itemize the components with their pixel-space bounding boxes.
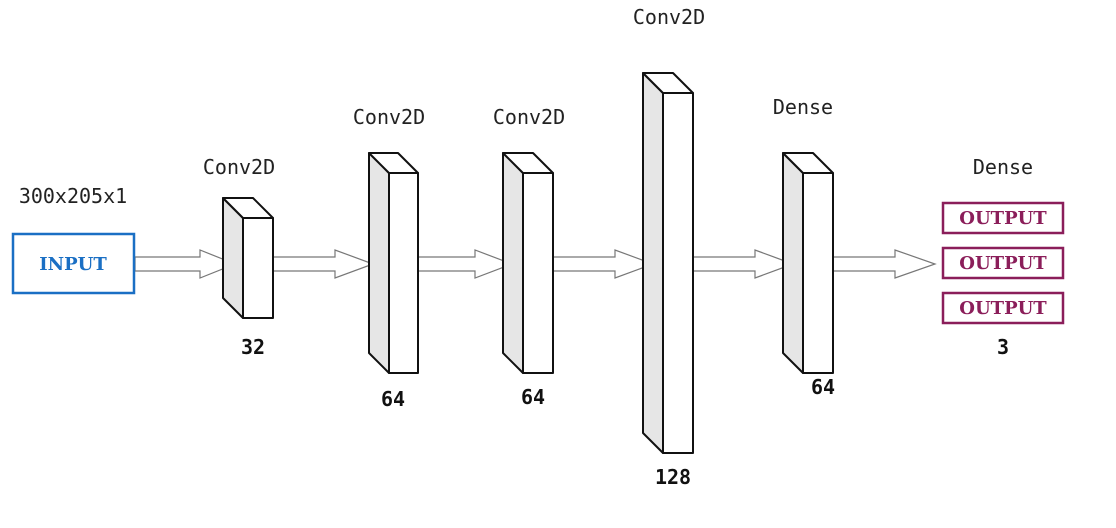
hollow-arrow-icon bbox=[552, 249, 655, 279]
hollow-arrow-icon bbox=[134, 249, 237, 279]
output-box bbox=[941, 246, 1065, 280]
flow-arrows bbox=[134, 249, 937, 279]
layer-type-label: Conv2D bbox=[353, 105, 425, 129]
output-units-label: 3 bbox=[997, 335, 1009, 359]
layer-block-side bbox=[782, 152, 804, 374]
input-box bbox=[11, 232, 136, 295]
layer-block-side bbox=[368, 152, 390, 374]
layer-block-front bbox=[388, 172, 419, 374]
layer-type-label: Dense bbox=[773, 95, 833, 119]
layer-type-label: Conv2D bbox=[633, 5, 705, 29]
layer-block-3: Conv2D 64 bbox=[493, 105, 565, 409]
hollow-arrow-icon bbox=[272, 249, 375, 279]
output-box bbox=[941, 201, 1065, 235]
hollow-arrow-icon bbox=[692, 249, 795, 279]
layer-units-label: 64 bbox=[521, 385, 545, 409]
layer-block-5: Dense 64 bbox=[773, 95, 835, 399]
layer-block-4: Conv2D 128 bbox=[633, 5, 705, 489]
layer-block-1: Conv2D 32 bbox=[203, 155, 275, 359]
hollow-arrow-icon bbox=[417, 249, 514, 279]
output-box-label: OUTPUT bbox=[959, 298, 1047, 319]
layer-block-front bbox=[522, 172, 554, 374]
layer-block-front bbox=[802, 172, 834, 374]
layer-block-front bbox=[662, 92, 694, 454]
output-box-label: OUTPUT bbox=[959, 253, 1047, 274]
input-box-label: INPUT bbox=[39, 254, 107, 275]
output-node: Dense OUTPUT OUTPUT OUTPUT 3 bbox=[941, 155, 1065, 359]
layer-block-side bbox=[642, 72, 664, 454]
layer-block-2: Conv2D 64 bbox=[353, 105, 425, 411]
layer-units-label: 64 bbox=[381, 387, 405, 411]
layer-type-label: Conv2D bbox=[493, 105, 565, 129]
layer-units-label: 32 bbox=[241, 335, 265, 359]
input-shape-label: 300x205x1 bbox=[19, 184, 127, 208]
output-box-label: OUTPUT bbox=[959, 208, 1047, 229]
layer-block-side bbox=[502, 152, 524, 374]
input-node: 300x205x1 INPUT bbox=[11, 184, 136, 295]
layer-block-front bbox=[242, 217, 274, 319]
output-box bbox=[941, 291, 1065, 325]
layer-units-label: 64 bbox=[811, 375, 835, 399]
hollow-arrow-icon bbox=[832, 249, 937, 279]
output-type-label: Dense bbox=[973, 155, 1033, 179]
layer-type-label: Conv2D bbox=[203, 155, 275, 179]
layer-units-label: 128 bbox=[655, 465, 691, 489]
